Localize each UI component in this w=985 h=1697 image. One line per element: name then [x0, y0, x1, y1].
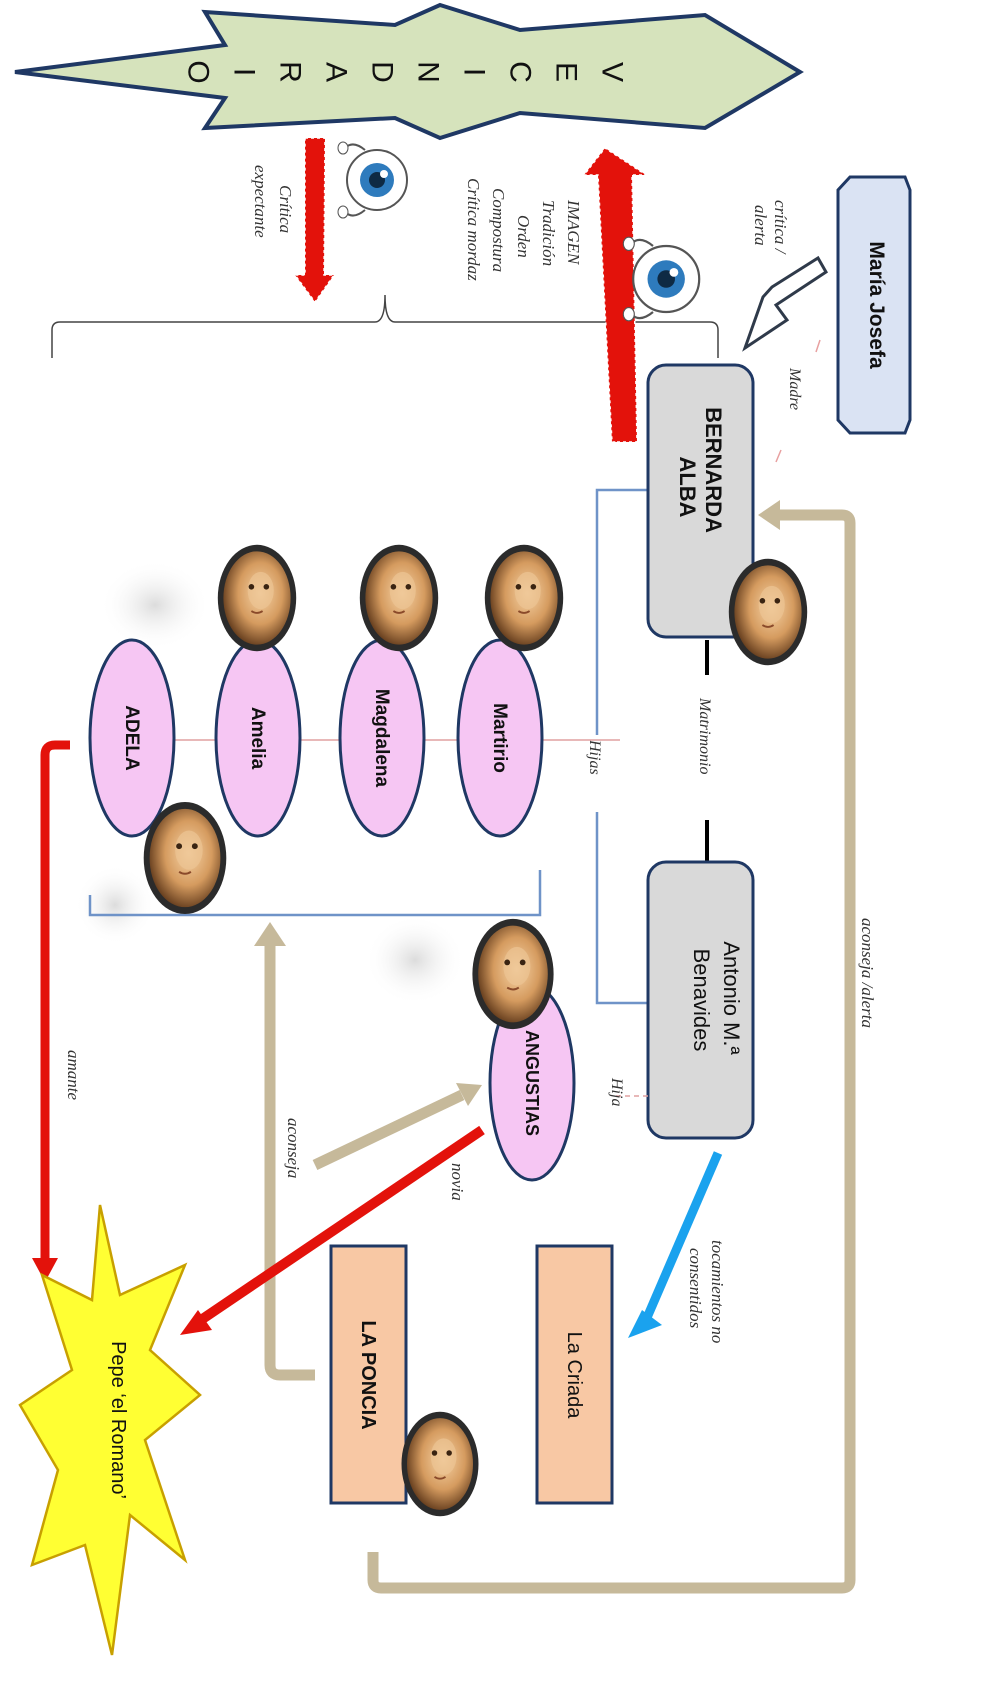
la-criada-label: La Criada: [563, 1332, 585, 1420]
amelia-label: Amelia: [247, 707, 268, 770]
pepe-node[interactable]: Pepe ‘el Romano’: [18, 1204, 202, 1656]
portrait-icon: [471, 917, 555, 1031]
vecindario-shape: [14, 2, 804, 141]
vecindario-letter: D: [366, 61, 399, 83]
svg-text:expectante: expectante: [251, 165, 270, 238]
amante-arrow: [40, 740, 70, 1262]
novia-label: novia: [448, 1163, 467, 1201]
tocamientos-arrow: [628, 1310, 662, 1338]
portrait-icon: [400, 1410, 480, 1518]
la-poncia-node[interactable]: LA PONCIA: [329, 1244, 408, 1505]
vecindario-letter: I: [228, 68, 261, 76]
critica-expectante-arrow: [293, 137, 336, 304]
novia-arrow: [180, 1310, 212, 1335]
vecindario-letter: I: [458, 68, 491, 76]
svg-text:Crítica: Crítica: [276, 185, 295, 233]
la-poncia-label: LA PONCIA: [357, 1320, 379, 1429]
bernarda-node[interactable]: BERNARDA ALBA: [646, 363, 755, 639]
hija-label: Hija: [608, 1077, 625, 1106]
angustias-node[interactable]: ANGUSTIAS: [488, 984, 576, 1182]
bernarda-label-line1: BERNARDA: [701, 407, 726, 533]
hijas-label: Hijas: [586, 739, 603, 775]
martirio-label: Martirio: [489, 703, 510, 773]
antonio-label-line1: Antonio M.ª: [719, 941, 744, 1055]
adela-label: ADELA: [121, 705, 142, 771]
svg-text:consentidos: consentidos: [686, 1248, 705, 1329]
critica-expectante-label: Crítica expectante: [251, 165, 295, 238]
vecindario-letter: C: [504, 61, 537, 83]
maria-to-bernarda-arrow: [742, 255, 829, 352]
svg-text:tocamientos no: tocamientos no: [708, 1240, 727, 1343]
matrimonio-label: Matrimonio: [696, 697, 713, 774]
neighbors-brace: [51, 294, 719, 358]
hijas-connector: [88, 488, 650, 1005]
portrait-icon: [358, 543, 440, 653]
svg-text:Tradición: Tradición: [539, 200, 558, 266]
amante-label: amante: [64, 1050, 83, 1101]
antonio-node[interactable]: Antonio M.ª Benavides: [646, 860, 755, 1140]
antonio-label-line2: Benavides: [689, 949, 714, 1052]
amelia-node[interactable]: Amelia: [214, 638, 302, 838]
la-criada-node[interactable]: La Criada: [535, 1244, 614, 1505]
vecindario-letter: V: [596, 62, 629, 82]
magdalena-label: Magdalena: [371, 689, 392, 788]
tocamientos-label: tocamientos no consentidos: [686, 1240, 727, 1343]
svg-text:crítica /: crítica /: [771, 200, 790, 256]
vecindario-letter: N: [412, 61, 445, 83]
imagen-arrow: [582, 146, 649, 443]
bernarda-label-line2: ALBA: [675, 456, 700, 517]
svg-text:IMAGEN: IMAGEN: [564, 199, 583, 266]
vecindario-letter: O: [182, 60, 215, 83]
svg-text:Crítica mordaz: Crítica mordaz: [464, 178, 483, 281]
imagen-list-label: IMAGEN Tradición Orden Compostura Crític…: [464, 178, 583, 281]
angustias-label: ANGUSTIAS: [522, 1030, 542, 1136]
svg-text:alerta: alerta: [751, 205, 770, 246]
aconseja-arrow: [456, 1083, 482, 1106]
portrait-icon: [727, 557, 809, 667]
svg-text:Orden: Orden: [514, 215, 533, 258]
madre-label: Madre: [786, 367, 803, 410]
pepe-label: Pepe ‘el Romano’: [107, 1341, 129, 1499]
portrait-icon: [216, 543, 298, 653]
portrait-icon: [483, 543, 565, 653]
adela-node[interactable]: ADELA: [88, 638, 176, 838]
martirio-node[interactable]: Martirio: [456, 638, 544, 838]
magdalena-node[interactable]: Magdalena: [338, 638, 426, 838]
critica-alerta-label: crítica / alerta: [751, 200, 790, 256]
maria-josefa-node[interactable]: María Josefa: [836, 175, 912, 435]
aconseja-label: aconseja: [284, 1118, 303, 1178]
aconseja-alerta-arrow: [367, 509, 856, 1594]
vecindario-letter: A: [320, 62, 353, 82]
svg-text:Compostura: Compostura: [489, 188, 508, 272]
vecindario-letter: R: [274, 61, 307, 83]
eye-mascot-icon: [337, 141, 408, 219]
eye-mascot-icon: [622, 236, 701, 322]
vecindario-letter: E: [550, 62, 583, 82]
portrait-icon: [142, 800, 228, 916]
maria-josefa-label: María Josefa: [865, 241, 888, 369]
aconseja-alerta-label: aconseja /alerta: [858, 918, 877, 1028]
poncia-to-amelia-arrow: [264, 945, 315, 1381]
